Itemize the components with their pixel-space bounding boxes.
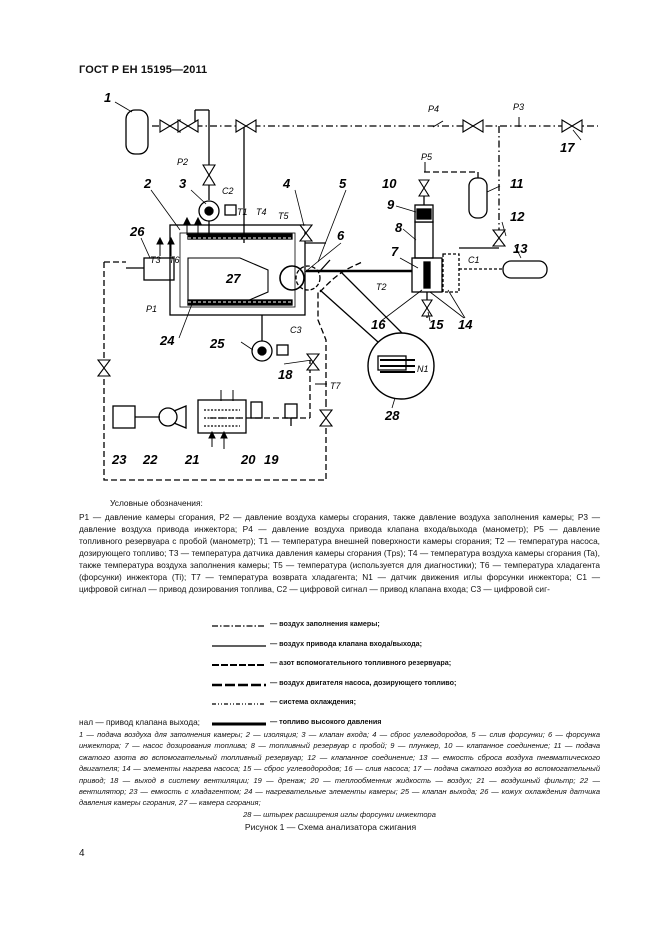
part-number-23: 23 xyxy=(111,452,127,467)
signal-label-p5: P5 xyxy=(421,152,433,162)
part-number-17: 17 xyxy=(560,140,575,155)
part-number-8: 8 xyxy=(395,220,403,235)
line-type-label: — воздух привода клапана входа/выхода; xyxy=(270,638,423,648)
line-type-label: — топливо высокого давления xyxy=(270,716,382,726)
part-number-4: 4 xyxy=(282,176,291,191)
part-number-16: 16 xyxy=(371,317,386,332)
part-number-18: 18 xyxy=(278,367,293,382)
part-number-25: 25 xyxy=(209,336,225,351)
part-number-19: 19 xyxy=(264,452,279,467)
signal-label-c1: C1 xyxy=(468,255,480,265)
line-type-row: — азот вспомогательного топливного резер… xyxy=(212,656,452,676)
part-number-5: 5 xyxy=(339,176,347,191)
signal-label-t2: T2 xyxy=(376,282,387,292)
line-type-label: — система охлаждения; xyxy=(270,697,357,706)
line-type-row: — воздух двигателя насоса, дозирующего т… xyxy=(212,676,456,696)
parts-list: 1 — подача воздуха для заполнения камеры… xyxy=(79,729,600,820)
line-type-label: — азот вспомогательного топливного резер… xyxy=(270,658,452,667)
part-number-12: 12 xyxy=(510,209,525,224)
signal-label-t6: T6 xyxy=(169,255,180,265)
signal-label-c3: C3 xyxy=(290,325,302,335)
part-number-1: 1 xyxy=(104,90,111,105)
signal-label-c2: C2 xyxy=(222,186,234,196)
signal-label-t4: T4 xyxy=(256,207,267,217)
signal-label-p2: P2 xyxy=(177,157,188,167)
part-number-3: 3 xyxy=(179,176,187,191)
line-type-label: — воздух двигателя насоса, дозирующего т… xyxy=(270,677,457,687)
page-number: 4 xyxy=(79,848,85,859)
part-number-15: 15 xyxy=(429,317,444,332)
figure-caption: Рисунок 1 — Схема анализатора сжигания xyxy=(244,822,417,832)
signal-label-p1: P1 xyxy=(146,304,157,314)
part-number-13: 13 xyxy=(513,241,528,256)
part-number-24: 24 xyxy=(159,333,175,348)
part-number-28: 28 xyxy=(384,408,400,423)
line-type-row: — топливо высокого давления xyxy=(212,715,452,735)
part-number-21: 21 xyxy=(184,452,199,467)
part-number-22: 22 xyxy=(142,452,158,467)
parts-list-last: 28 — штырек расширения иглы форсунки инж… xyxy=(243,809,436,819)
combustion-analyzer-diagram: 1 2 3 4 5 6 7 8 9 10 11 12 13 14 14 15 1… xyxy=(96,90,598,481)
part-number-26: 26 xyxy=(129,224,145,239)
part-number-6: 6 xyxy=(337,228,345,243)
signal-label-t7: T7 xyxy=(330,381,341,391)
signal-label-p3: P3 xyxy=(513,102,524,112)
legend-title: Условные обозначения: xyxy=(110,498,203,508)
legend-tail: нал — привод клапана выхода; xyxy=(79,717,200,727)
line-type-key: — воздух заполнения камеры; — воздух при… xyxy=(212,617,456,735)
signal-label-t3: T3 xyxy=(150,255,161,265)
signal-label-p4: P4 xyxy=(428,104,439,114)
signal-label-t5: T5 xyxy=(278,211,289,221)
signal-label-n1: N1 xyxy=(417,364,429,374)
line-type-label: — воздух заполнения камеры; xyxy=(270,619,380,628)
part-number-14: 14 xyxy=(458,317,473,332)
signal-label-t1: T1 xyxy=(237,207,248,217)
part-number-9: 9 xyxy=(387,197,395,212)
parts-list-text: 1 — подача воздуха для заполнения камеры… xyxy=(79,730,600,808)
part-number-7: 7 xyxy=(391,244,399,259)
part-number-11: 11 xyxy=(510,176,524,191)
part-number-10: 10 xyxy=(382,176,397,191)
part-number-27: 27 xyxy=(225,271,241,286)
part-number-20: 20 xyxy=(240,452,256,467)
legend-symbols: P1 — давление камеры сгорания, P2 — давл… xyxy=(79,512,600,594)
line-type-row: — система охлаждения; xyxy=(212,695,452,715)
line-type-row: — воздух заполнения камеры; xyxy=(212,617,452,637)
line-type-row: — воздух привода клапана входа/выхода; xyxy=(212,637,452,657)
part-number-2: 2 xyxy=(143,176,152,191)
document-header: ГОСТ Р ЕН 15195—2011 xyxy=(79,64,208,76)
